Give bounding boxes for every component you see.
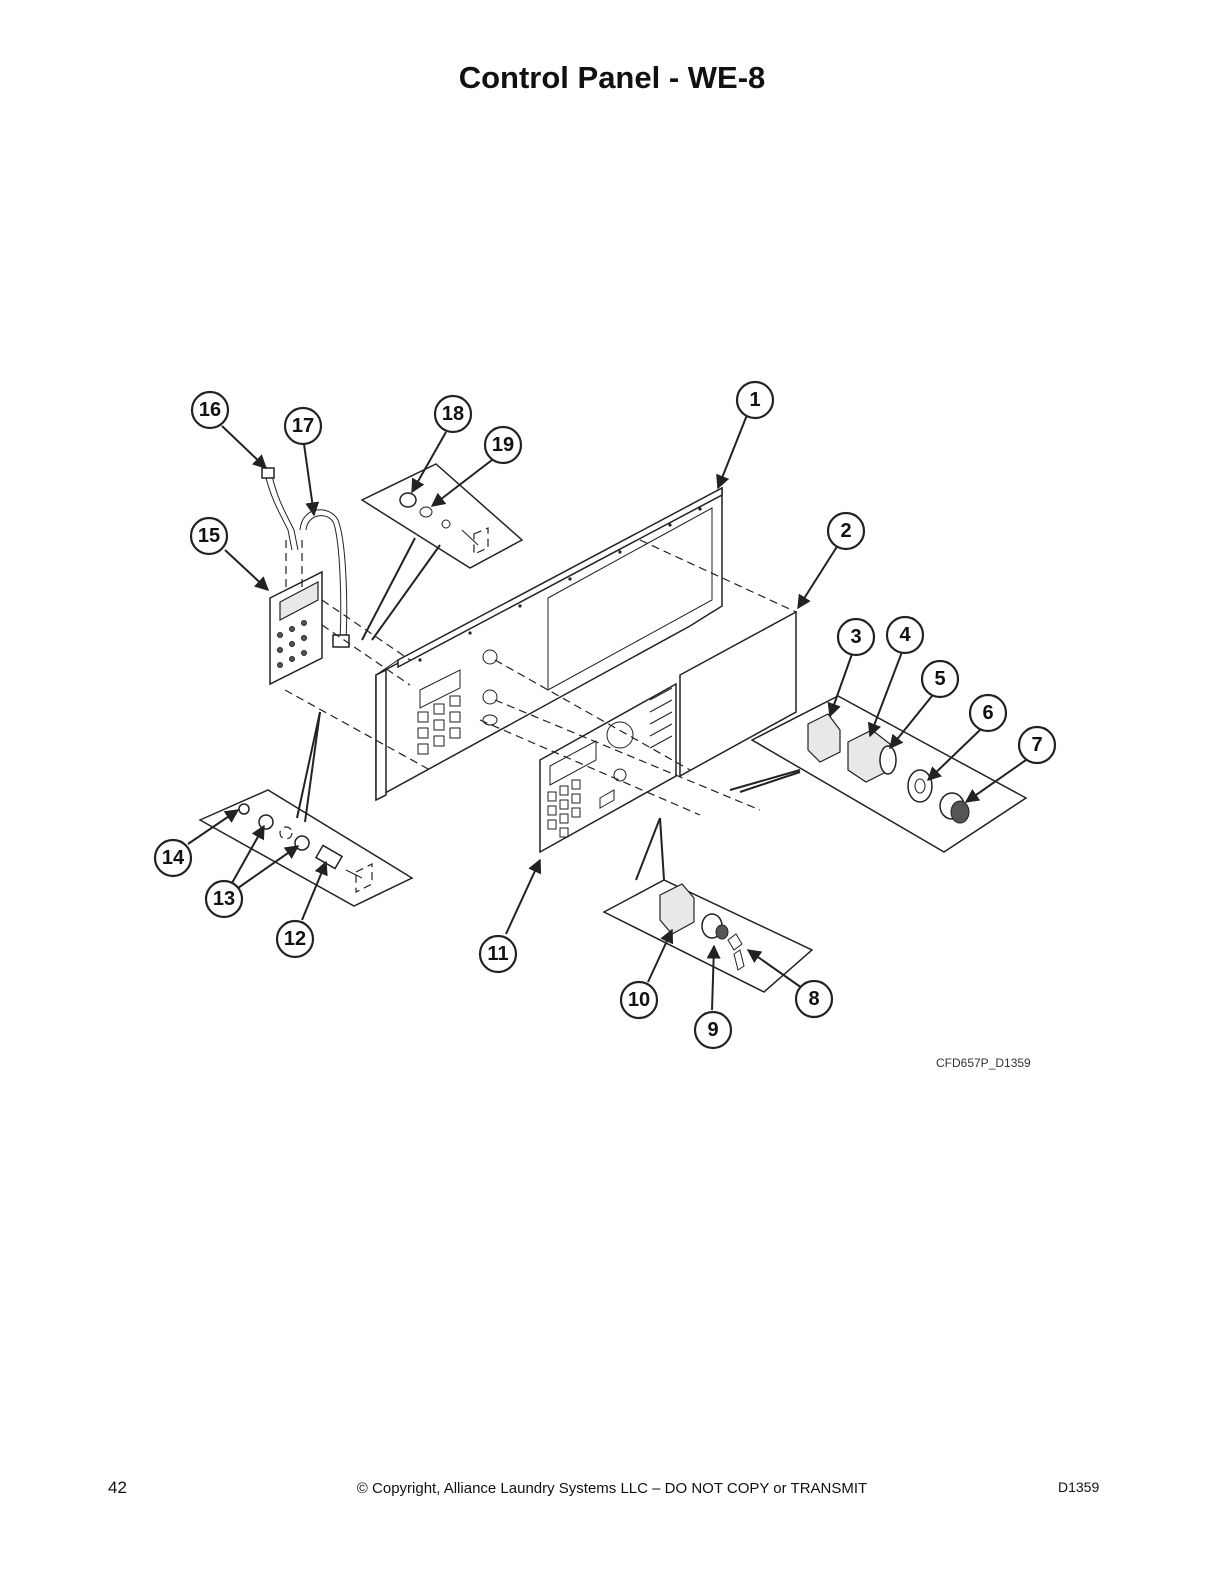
callout-16: 16 bbox=[190, 390, 230, 430]
callout-18: 18 bbox=[433, 394, 473, 434]
svg-text:18: 18 bbox=[442, 403, 464, 425]
copyright-notice: © Copyright, Alliance Laundry Systems LL… bbox=[356, 1480, 868, 1497]
front-overlay-panel bbox=[539, 610, 797, 854]
svg-text:12: 12 bbox=[284, 928, 306, 950]
page-title: Control Panel - WE-8 bbox=[458, 60, 766, 95]
figure-code: CFD657P_D1359 bbox=[936, 1056, 1031, 1070]
detail-box-fastener bbox=[360, 463, 524, 641]
callout-6: 6 bbox=[968, 693, 1008, 733]
svg-text:19: 19 bbox=[492, 434, 514, 456]
detail-box-pushbutton bbox=[729, 695, 1028, 853]
callout-3: 3 bbox=[836, 617, 876, 657]
callout-4: 4 bbox=[885, 615, 925, 655]
callout-9: 9 bbox=[693, 1010, 733, 1050]
svg-text:10: 10 bbox=[628, 989, 650, 1011]
callout-15: 15 bbox=[189, 516, 229, 556]
svg-text:9: 9 bbox=[707, 1019, 718, 1041]
callout-2: 2 bbox=[826, 511, 866, 551]
callout-1: 1 bbox=[735, 380, 775, 420]
callout-14: 14 bbox=[153, 838, 193, 878]
callout-17: 17 bbox=[283, 406, 323, 446]
callout-7: 7 bbox=[1017, 725, 1057, 765]
detail-box-standoff bbox=[198, 711, 414, 907]
back-panel bbox=[375, 486, 723, 802]
svg-text:16: 16 bbox=[199, 399, 221, 421]
document-id: D1359 bbox=[1058, 1479, 1100, 1495]
page-number: 42 bbox=[108, 1478, 127, 1497]
callout-5: 5 bbox=[920, 659, 960, 699]
svg-text:8: 8 bbox=[808, 988, 819, 1010]
callout-10: 10 bbox=[619, 980, 659, 1020]
svg-text:7: 7 bbox=[1031, 734, 1042, 756]
control-board bbox=[261, 467, 350, 686]
callout-13: 13 bbox=[204, 879, 244, 919]
callout-19: 19 bbox=[483, 425, 523, 465]
svg-text:13: 13 bbox=[213, 888, 235, 910]
svg-text:5: 5 bbox=[934, 668, 945, 690]
assembly-lines bbox=[284, 539, 797, 816]
svg-text:11: 11 bbox=[487, 943, 508, 965]
svg-text:1: 1 bbox=[749, 389, 760, 411]
callout-8: 8 bbox=[794, 979, 834, 1019]
callout-11: 11 bbox=[478, 934, 518, 974]
callout-leaders bbox=[187, 414, 1027, 1011]
svg-text:14: 14 bbox=[162, 847, 185, 869]
svg-text:6: 6 bbox=[982, 702, 993, 724]
svg-text:17: 17 bbox=[292, 415, 314, 437]
svg-text:4: 4 bbox=[899, 624, 911, 646]
callout-12: 12 bbox=[275, 919, 315, 959]
detail-box-keyswitch bbox=[602, 817, 814, 993]
svg-text:15: 15 bbox=[198, 525, 220, 547]
svg-text:2: 2 bbox=[840, 520, 851, 542]
svg-text:3: 3 bbox=[850, 626, 861, 648]
